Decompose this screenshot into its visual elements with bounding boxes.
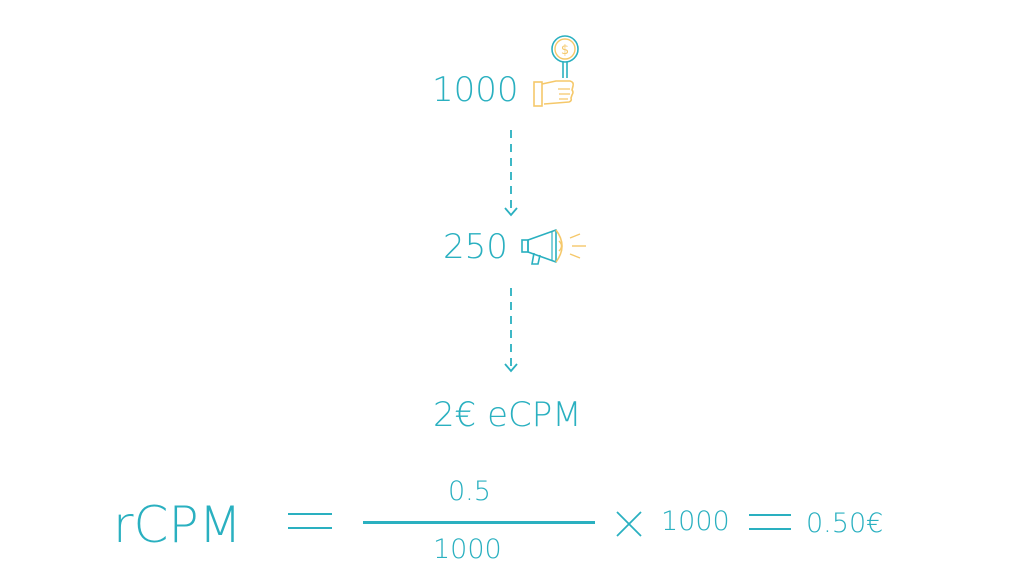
fraction-denominator: 1000 — [433, 534, 502, 565]
dashed-down-arrow-icon — [504, 288, 518, 373]
formula-lhs: rCPM — [113, 496, 242, 554]
impressions-count: 250 — [443, 227, 508, 267]
formula-multiplier: 1000 — [661, 506, 730, 537]
fraction-numerator: 0.5 — [448, 476, 491, 507]
hand-holding-coin-sign-icon: $ — [533, 35, 579, 107]
multiply-sign — [616, 511, 642, 537]
megaphone-icon — [521, 229, 586, 265]
equals-sign — [288, 513, 332, 529]
dashed-down-arrow-icon — [504, 130, 518, 217]
requests-count: 1000 — [432, 70, 519, 110]
formula-result: 0.50€ — [806, 508, 884, 539]
svg-text:$: $ — [561, 43, 569, 58]
ecpm-value: 2€ eCPM — [433, 395, 582, 435]
equals-sign — [749, 514, 791, 530]
fraction-bar — [363, 521, 595, 524]
